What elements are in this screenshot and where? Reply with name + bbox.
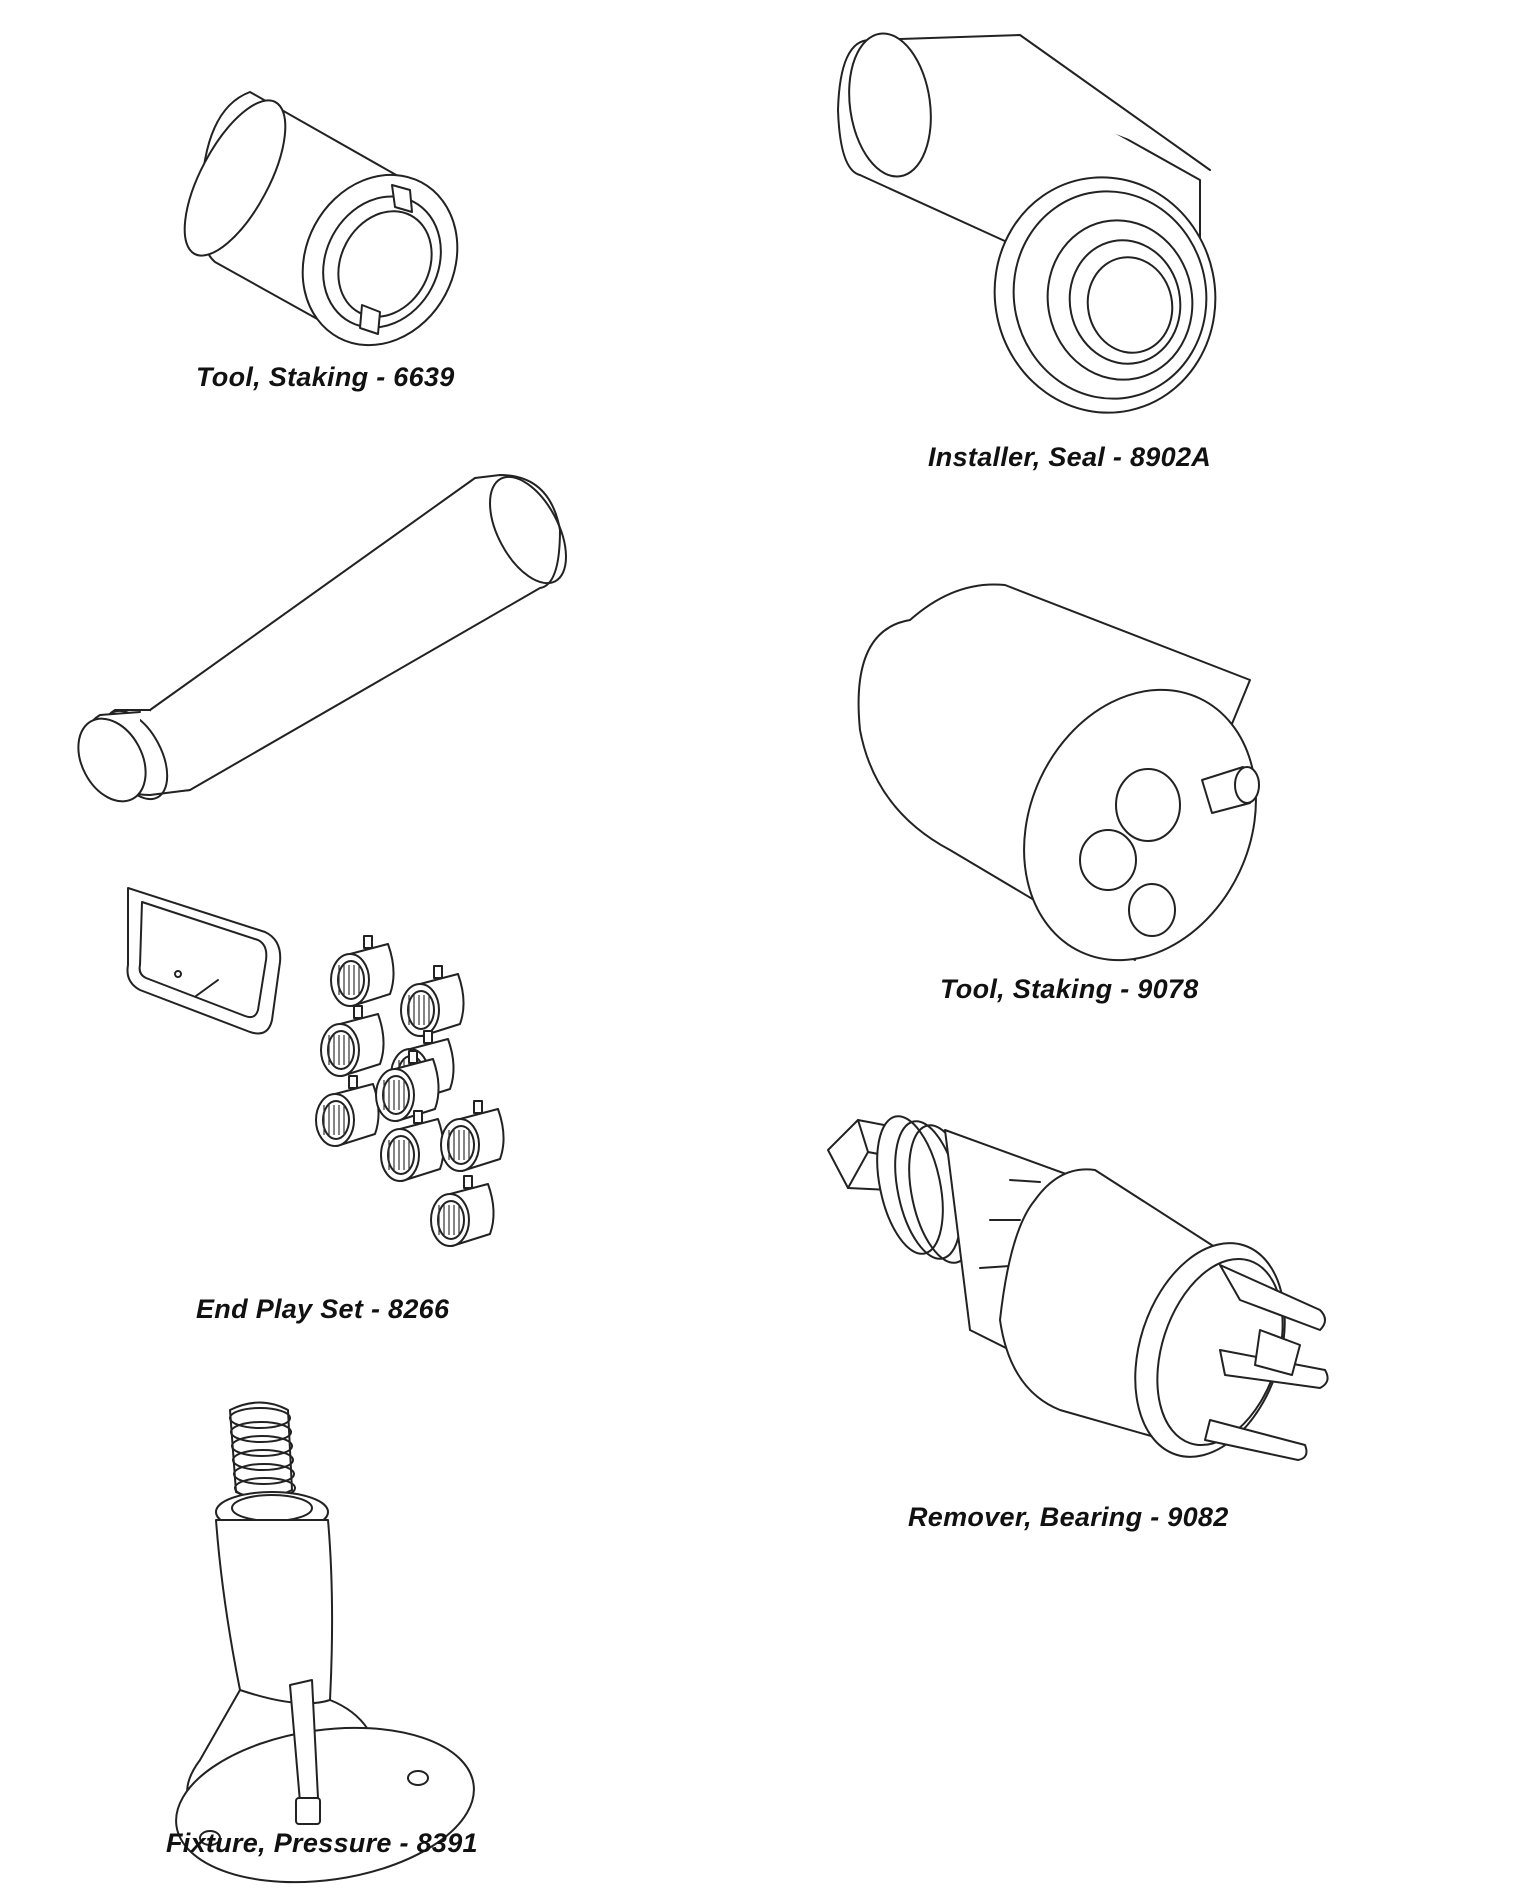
bearing-cup-group xyxy=(315,935,505,1247)
driver-rod-drawing xyxy=(77,474,567,803)
staking-6639-drawing xyxy=(183,91,459,347)
caption-end-play-8266: End Play Set - 8266 xyxy=(196,1294,450,1324)
caption-staking-9078: Tool, Staking - 9078 xyxy=(940,974,1199,1004)
bearing-cup xyxy=(315,1075,380,1147)
tool-installer-8902a: Installer, Seal - 8902A xyxy=(780,0,1536,480)
bearing-cup xyxy=(440,1100,505,1172)
bearing-cup xyxy=(375,1050,440,1122)
bearing-cup xyxy=(400,965,465,1037)
caption-staking-6639: Tool, Staking - 6639 xyxy=(196,362,455,392)
installer-8902a-drawing xyxy=(837,32,1217,414)
bearing-cup xyxy=(430,1175,495,1247)
tool-fixture-pressure-8391: Fixture, Pressure - 8391 xyxy=(0,1380,600,1892)
fixture-8391-drawing xyxy=(175,1401,475,1884)
remover-9082-drawing xyxy=(827,1115,1329,1461)
caption-remover-9082: Remover, Bearing - 9082 xyxy=(908,1502,1229,1532)
bearing-cup xyxy=(330,935,395,1007)
tool-staking-6639: Tool, Staking - 6639 xyxy=(0,0,600,420)
caption-fixture-8391: Fixture, Pressure - 8391 xyxy=(166,1828,478,1858)
tool-end-play-set-8266: End Play Set - 8266 xyxy=(0,870,600,1330)
tool-driver-rod xyxy=(0,460,600,840)
tool-staking-9078: Tool, Staking - 9078 xyxy=(780,560,1536,1020)
bearing-cup xyxy=(320,1005,385,1077)
caption-installer-8902a: Installer, Seal - 8902A xyxy=(928,442,1212,472)
tool-remover-bearing-9082: Remover, Bearing - 9082 xyxy=(780,1090,1536,1560)
bearing-cup xyxy=(380,1110,445,1182)
staking-9078-drawing xyxy=(857,583,1260,962)
end-play-set-drawing xyxy=(126,887,505,1247)
